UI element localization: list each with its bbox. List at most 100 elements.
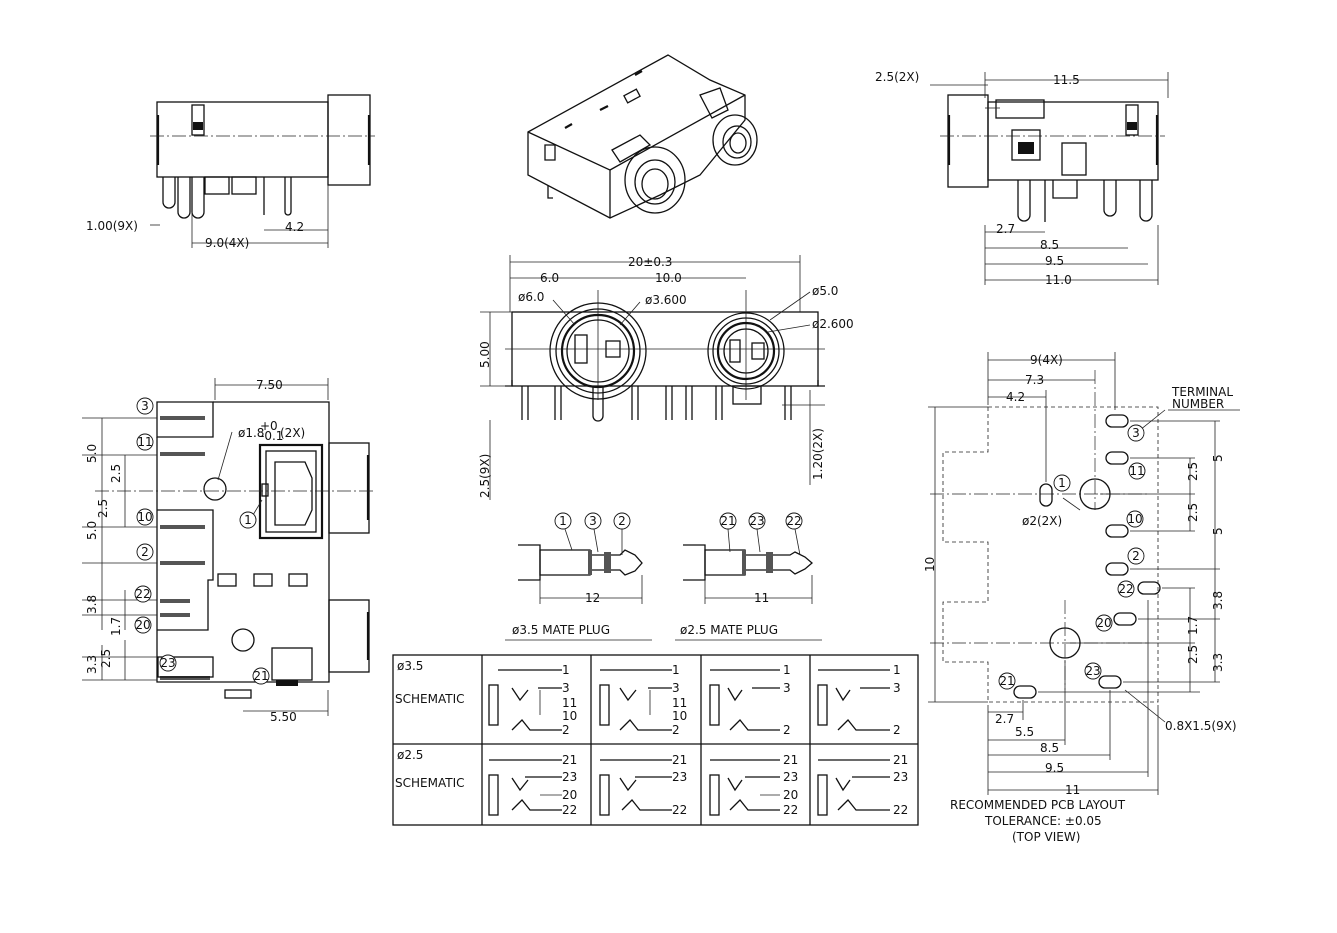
svg-text:21: 21 — [893, 753, 908, 767]
top-view: 7.50 ø1.8 +0 -0.1 (2X) 5.0 2.5 2.5 5.0 3… — [82, 378, 375, 724]
schem25-title: ø2.5 — [397, 748, 423, 762]
hole-count: (2X) — [280, 426, 305, 440]
pcb-terminal-2: 2 — [1127, 547, 1145, 565]
svg-text:20: 20 — [783, 788, 798, 802]
schematic-table: ø3.5 SCHEMATIC ø2.5 SCHEMATIC 1 3 11 10 … — [392, 654, 919, 826]
schem25-cell-4: 21 23 22 — [817, 753, 908, 817]
dim-5-50: 5.50 — [270, 710, 297, 724]
top-terminal-20: 20 — [134, 616, 152, 634]
pcb-layout: 9(4X) 7.3 4.2 TERMINAL NUMBER ø2(2X) 10 … — [923, 352, 1240, 844]
svg-text:20: 20 — [562, 788, 577, 802]
pcb-terminal-3: 3 — [1127, 424, 1145, 442]
plug-3-5: 1 3 2 12 ø3.5 MATE PLUG — [505, 512, 652, 641]
schem25-label: SCHEMATIC — [395, 776, 464, 790]
svg-text:10: 10 — [672, 709, 687, 723]
svg-text:1: 1 — [672, 663, 680, 677]
dim-9-0: 9.0(4X) — [205, 236, 249, 250]
schem35-cell-1: 1 3 11 10 2 — [488, 663, 577, 737]
svg-text:22: 22 — [562, 803, 577, 817]
schem25-cell-3: 21 23 20 22 — [709, 753, 798, 817]
top-terminal-10: 10 — [136, 508, 154, 526]
svg-text:11: 11 — [1129, 464, 1144, 478]
svg-text:22: 22 — [672, 803, 687, 817]
svg-text:11: 11 — [562, 696, 577, 710]
svg-text:3: 3 — [562, 681, 570, 695]
svg-text:23: 23 — [893, 770, 908, 784]
svg-text:23: 23 — [783, 770, 798, 784]
svg-text:2: 2 — [783, 723, 791, 737]
svg-text:2: 2 — [618, 514, 626, 528]
svg-text:20: 20 — [1096, 616, 1111, 630]
svg-text:2: 2 — [1132, 549, 1140, 563]
dim-10-0: 10.0 — [655, 271, 682, 285]
pcb-dim-2-5b: 2.5 — [1186, 503, 1200, 522]
pcb-dim-2-5a: 2.5 — [1186, 462, 1200, 481]
pcb-terminal-11: 11 — [1128, 462, 1146, 480]
dim-1-20-2x: 1.20(2X) — [811, 428, 825, 480]
pcb-caption-1: RECOMMENDED PCB LAYOUT — [950, 798, 1126, 812]
schem35-title: ø3.5 — [397, 659, 423, 673]
pcb-terminal-1: 1 — [1053, 474, 1071, 492]
top-dim-5-0b: 5.0 — [85, 521, 99, 540]
hole-dia: ø1.8 — [238, 426, 264, 440]
svg-text:10: 10 — [137, 510, 152, 524]
svg-text:23: 23 — [672, 770, 687, 784]
pcb-slot-label: 0.8X1.5(9X) — [1165, 719, 1237, 733]
pcb-dim-9-5: 9.5 — [1045, 761, 1064, 775]
svg-text:23: 23 — [1085, 664, 1100, 678]
dim-7-50: 7.50 — [256, 378, 283, 392]
terminal-number-label-2: NUMBER — [1172, 397, 1224, 411]
svg-text:10: 10 — [562, 709, 577, 723]
pcb-dim-5a: 5 — [1211, 454, 1225, 462]
plug25-caption: ø2.5 MATE PLUG — [680, 623, 778, 637]
pcb-caption-3: (TOP VIEW) — [1012, 830, 1080, 844]
svg-text:3: 3 — [672, 681, 680, 695]
svg-text:23: 23 — [749, 514, 764, 528]
hole-tol-minus: -0.1 — [260, 429, 283, 443]
schem35-label: SCHEMATIC — [395, 692, 464, 706]
svg-text:22: 22 — [1118, 582, 1133, 596]
terminal-number-label-1: TERMINAL — [1171, 385, 1233, 399]
top-terminal-11: 11 — [136, 433, 154, 451]
pcb-terminal-21: 21 — [998, 672, 1016, 690]
pcb-dim-9-4x: 9(4X) — [1030, 353, 1063, 367]
dim-6-0: 6.0 — [540, 271, 559, 285]
top-dim-1-7: 1.7 — [109, 617, 123, 636]
dim-9-5: 9.5 — [1045, 254, 1064, 268]
dim-2-5-2x: 2.5(2X) — [875, 70, 919, 84]
svg-text:1: 1 — [562, 663, 570, 677]
svg-text:21: 21 — [999, 674, 1014, 688]
dim-20: 20±0.3 — [628, 255, 672, 269]
svg-text:3: 3 — [589, 514, 597, 528]
pcb-dim-3-8: 3.8 — [1211, 591, 1225, 610]
pcb-dim-3-3: 3.3 — [1211, 653, 1225, 672]
top-terminal-22: 22 — [134, 585, 152, 603]
pcb-dim-7-3: 7.3 — [1025, 373, 1044, 387]
side-view-right: 2.5(2X) 11.5 2.7 8.5 9.5 11.0 — [875, 70, 1169, 287]
pcb-dim-2-7: 2.7 — [995, 712, 1014, 726]
dim-2-7: 2.7 — [996, 222, 1015, 236]
dim-2-5-9x: 2.5(9X) — [478, 454, 492, 498]
svg-text:21: 21 — [562, 753, 577, 767]
front-view: 20±0.3 6.0 10.0 ø6.0 ø3.600 ø5.0 ø2.600 … — [478, 255, 854, 500]
svg-text:2: 2 — [893, 723, 901, 737]
svg-text:2: 2 — [562, 723, 570, 737]
svg-text:1: 1 — [559, 514, 567, 528]
top-dim-2-5b: 2.5 — [96, 499, 110, 518]
dia-6-0: ø6.0 — [518, 290, 544, 304]
pcb-dim-11: 11 — [1065, 783, 1080, 797]
dia-3-6: ø3.600 — [645, 293, 687, 307]
pcb-dim-8-5: 8.5 — [1040, 741, 1059, 755]
pcb-terminal-22: 22 — [1117, 580, 1135, 598]
dim-11-0: 11.0 — [1045, 273, 1072, 287]
svg-text:22: 22 — [786, 514, 801, 528]
top-terminal-23: 23 — [159, 654, 177, 672]
svg-text:22: 22 — [783, 803, 798, 817]
pcb-dim-4-2: 4.2 — [1006, 390, 1025, 404]
svg-text:21: 21 — [253, 669, 268, 683]
plug25-terminal-23: 23 — [748, 512, 766, 530]
svg-text:2: 2 — [141, 545, 149, 559]
schem25-cell-1: 21 23 20 22 — [488, 753, 577, 817]
pcb-caption-2: TOLERANCE: ±0.05 — [984, 814, 1102, 828]
